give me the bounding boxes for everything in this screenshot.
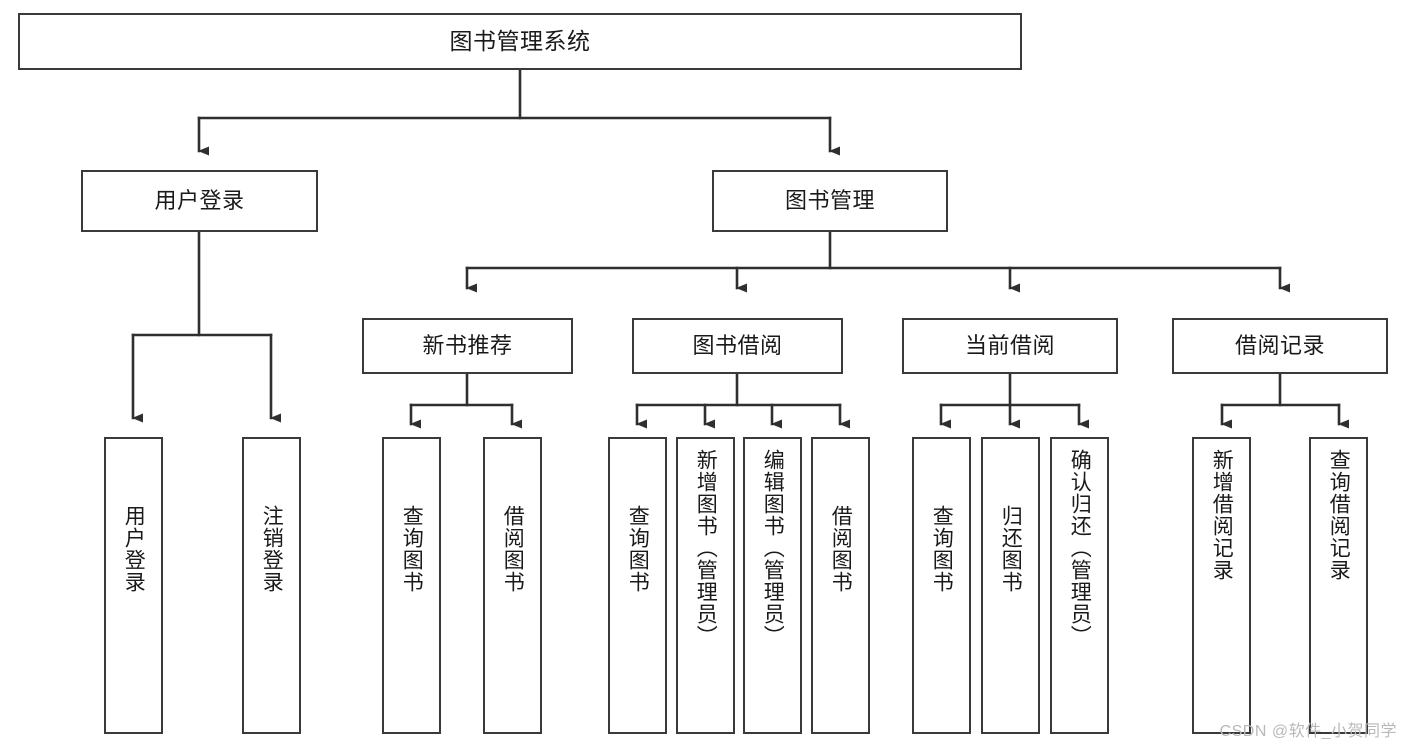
leaf-edit-book-admin[interactable]: 编辑图书（管理员） [743,437,802,734]
leaf-user-login[interactable]: 用户登录 [104,437,163,734]
node-borrowing-record[interactable]: 借阅记录 [1172,318,1388,374]
node-label: 借阅图书 [829,505,853,593]
node-label: 新增借阅记录 [1210,449,1234,581]
leaf-query-book-borrow[interactable]: 查询图书 [608,437,667,734]
node-label: 图书管理系统 [449,27,591,54]
leaf-logout[interactable]: 注销登录 [242,437,301,734]
node-current-borrowing[interactable]: 当前借阅 [902,318,1118,374]
node-label: 借阅记录 [1234,333,1325,359]
node-book-management[interactable]: 图书管理 [712,170,948,232]
node-label: 注销登录 [260,505,284,593]
leaf-borrow-book-borrow[interactable]: 借阅图书 [811,437,870,734]
node-label: 查询图书 [626,505,650,593]
node-label: 借阅图书 [501,505,525,593]
node-book-borrowing[interactable]: 图书借阅 [632,318,843,374]
node-book-management-system[interactable]: 图书管理系统 [18,13,1022,70]
leaf-add-book-admin[interactable]: 新增图书（管理员） [676,437,735,734]
node-label: 用户登录 [154,188,245,214]
node-label: 查询图书 [930,505,954,593]
node-label: 编辑图书（管理员） [761,449,785,647]
node-label: 新增图书（管理员） [694,449,718,647]
node-new-book-recommendation[interactable]: 新书推荐 [362,318,573,374]
leaf-query-borrow-record[interactable]: 查询借阅记录 [1309,437,1368,734]
node-label: 确认归还（管理员） [1068,449,1092,647]
node-user-login[interactable]: 用户登录 [81,170,318,232]
node-label: 图书管理 [784,188,875,214]
node-label: 用户登录 [122,505,146,593]
node-label: 查询借阅记录 [1327,449,1351,581]
leaf-query-book-current[interactable]: 查询图书 [912,437,971,734]
node-label: 新书推荐 [422,333,513,359]
node-label: 图书借阅 [692,333,783,359]
leaf-confirm-return-admin[interactable]: 确认归还（管理员） [1050,437,1109,734]
leaf-return-book[interactable]: 归还图书 [981,437,1040,734]
node-label: 查询图书 [400,505,424,593]
leaf-query-book-new-rec[interactable]: 查询图书 [382,437,441,734]
node-label: 归还图书 [999,505,1023,593]
leaf-borrow-book-new-rec[interactable]: 借阅图书 [483,437,542,734]
node-label: 当前借阅 [964,333,1055,359]
leaf-add-borrow-record[interactable]: 新增借阅记录 [1192,437,1251,734]
